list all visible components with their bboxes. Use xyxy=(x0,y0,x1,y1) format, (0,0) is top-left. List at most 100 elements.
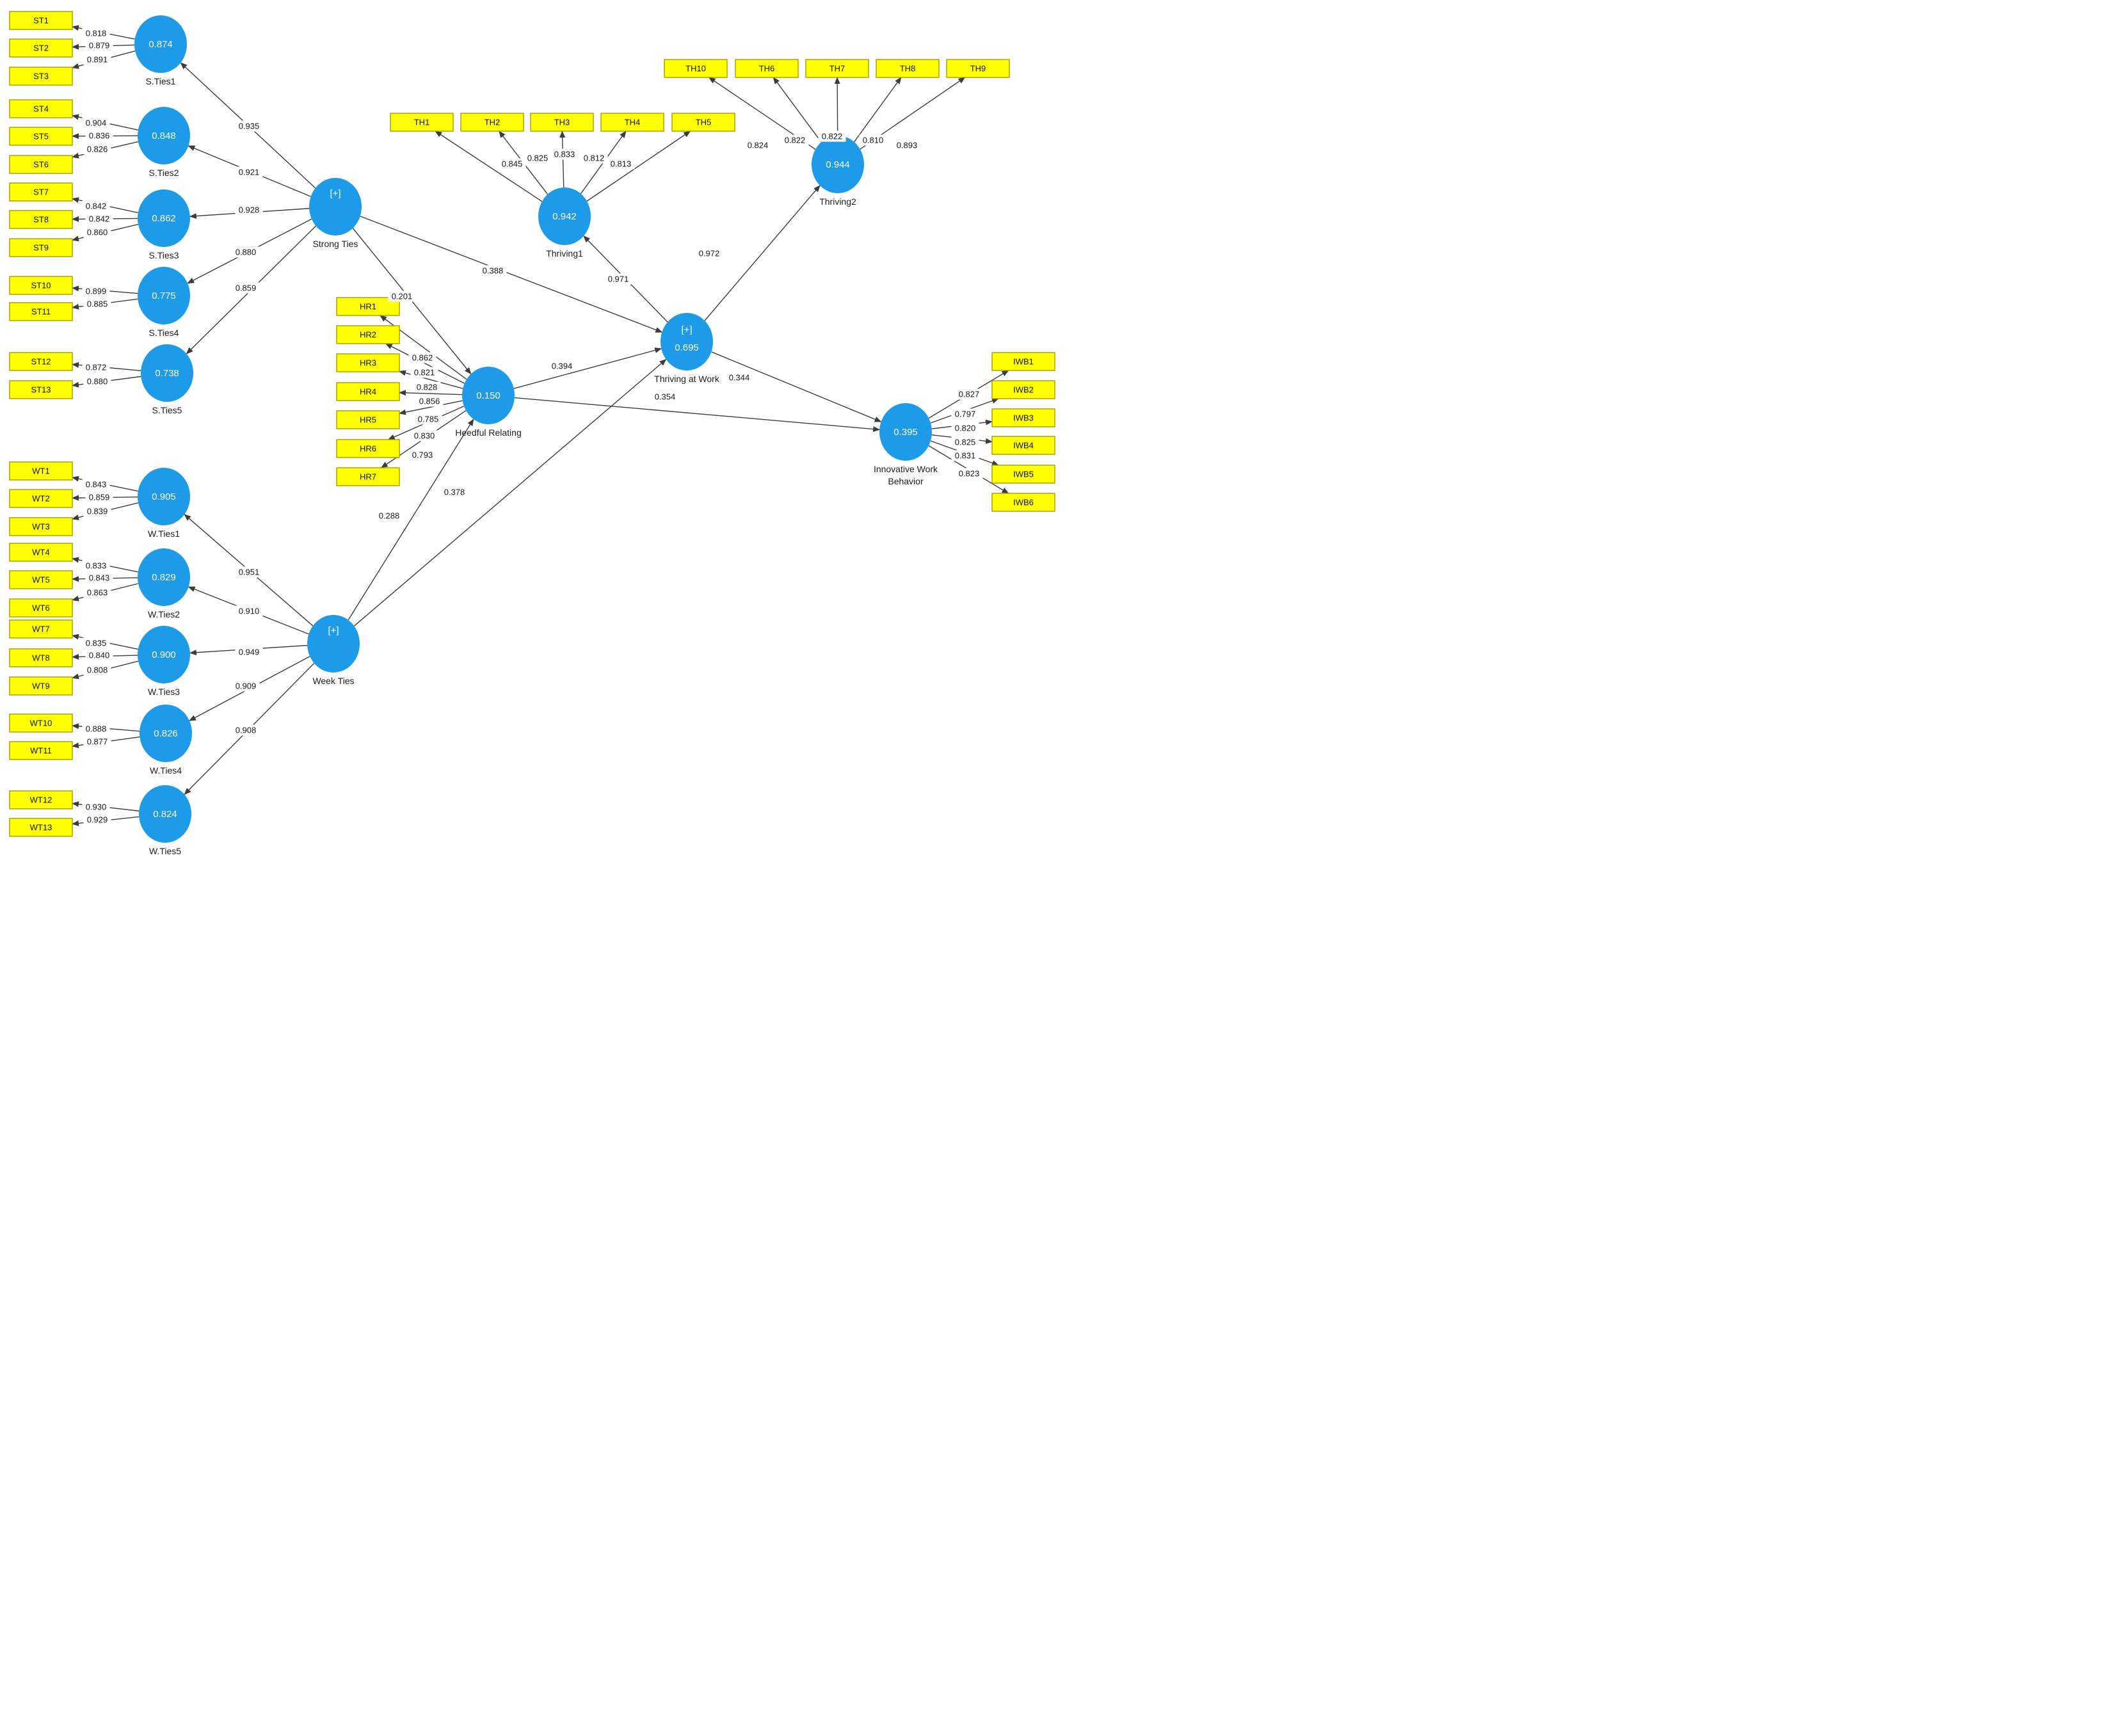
indicator-ST2[interactable]: ST2 xyxy=(9,38,73,58)
indicator-WT4[interactable]: WT4 xyxy=(9,543,73,562)
indicator-rect-HR6[interactable] xyxy=(336,439,400,458)
indicator-ST8[interactable]: ST8 xyxy=(9,210,73,229)
latent-circle-sties1[interactable] xyxy=(134,15,187,73)
indicator-TH9[interactable]: TH9 xyxy=(946,59,1010,78)
indicator-WT6[interactable]: WT6 xyxy=(9,598,73,617)
indicator-rect-HR5[interactable] xyxy=(336,410,400,429)
indicator-rect-HR2[interactable] xyxy=(336,325,400,344)
indicator-ST1[interactable]: ST1 xyxy=(9,11,73,30)
indicator-TH3[interactable]: TH3 xyxy=(530,113,594,132)
indicator-TH8[interactable]: TH8 xyxy=(876,59,940,78)
indicator-rect-ST10[interactable] xyxy=(9,276,73,295)
indicator-WT5[interactable]: WT5 xyxy=(9,570,73,589)
latent-circle-heedful[interactable] xyxy=(462,367,515,424)
indicator-rect-ST6[interactable] xyxy=(9,155,73,174)
latent-strong[interactable]: [+]Strong Ties xyxy=(309,178,362,249)
indicator-rect-TH9[interactable] xyxy=(946,59,1010,78)
latent-circle-thriving1[interactable] xyxy=(538,187,591,245)
indicator-rect-WT5[interactable] xyxy=(9,570,73,589)
latent-circle-wties4[interactable] xyxy=(140,705,192,762)
latent-circle-taw[interactable] xyxy=(661,313,713,370)
latent-circle-thriving2[interactable] xyxy=(812,136,864,193)
indicator-rect-HR4[interactable] xyxy=(336,382,400,401)
indicator-rect-ST8[interactable] xyxy=(9,210,73,229)
indicator-rect-TH10[interactable] xyxy=(664,59,728,78)
indicator-WT11[interactable]: WT11 xyxy=(9,741,73,760)
indicator-rect-TH8[interactable] xyxy=(876,59,940,78)
indicator-rect-TH7[interactable] xyxy=(805,59,869,78)
indicator-rect-WT2[interactable] xyxy=(9,489,73,508)
indicator-WT1[interactable]: WT1 xyxy=(9,461,73,481)
indicator-HR3[interactable]: HR3 xyxy=(336,353,400,372)
indicator-rect-IWB2[interactable] xyxy=(991,380,1055,399)
indicator-IWB3[interactable]: IWB3 xyxy=(991,408,1055,427)
latent-circle-wties3[interactable] xyxy=(138,626,190,683)
indicator-rect-ST3[interactable] xyxy=(9,67,73,86)
indicator-rect-TH1[interactable] xyxy=(390,113,454,132)
indicator-rect-TH4[interactable] xyxy=(600,113,664,132)
indicator-rect-TH6[interactable] xyxy=(735,59,799,78)
indicator-rect-HR3[interactable] xyxy=(336,353,400,372)
indicator-WT3[interactable]: WT3 xyxy=(9,517,73,536)
latent-week[interactable]: [+]Week Ties xyxy=(307,615,360,686)
indicator-ST10[interactable]: ST10 xyxy=(9,276,73,295)
indicator-rect-WT8[interactable] xyxy=(9,648,73,667)
indicator-IWB6[interactable]: IWB6 xyxy=(991,493,1055,512)
indicator-TH2[interactable]: TH2 xyxy=(460,113,524,132)
indicator-rect-IWB3[interactable] xyxy=(991,408,1055,427)
latent-circle-wties1[interactable] xyxy=(138,468,190,525)
indicator-HR4[interactable]: HR4 xyxy=(336,382,400,401)
indicator-ST13[interactable]: ST13 xyxy=(9,380,73,399)
indicator-TH1[interactable]: TH1 xyxy=(390,113,454,132)
indicator-rect-ST11[interactable] xyxy=(9,302,73,321)
indicator-rect-ST12[interactable] xyxy=(9,352,73,371)
indicator-rect-WT11[interactable] xyxy=(9,741,73,760)
indicator-rect-HR7[interactable] xyxy=(336,467,400,486)
indicator-TH10[interactable]: TH10 xyxy=(664,59,728,78)
indicator-rect-ST9[interactable] xyxy=(9,238,73,257)
indicator-rect-ST4[interactable] xyxy=(9,99,73,118)
indicator-WT7[interactable]: WT7 xyxy=(9,619,73,639)
indicator-WT10[interactable]: WT10 xyxy=(9,713,73,733)
latent-circle-sties3[interactable] xyxy=(138,189,190,247)
indicator-TH4[interactable]: TH4 xyxy=(600,113,664,132)
latent-circle-sties4[interactable] xyxy=(138,267,190,324)
indicator-rect-ST1[interactable] xyxy=(9,11,73,30)
indicator-ST6[interactable]: ST6 xyxy=(9,155,73,174)
indicator-rect-WT9[interactable] xyxy=(9,676,73,696)
indicator-IWB5[interactable]: IWB5 xyxy=(991,465,1055,484)
latent-circle-strong[interactable] xyxy=(309,178,362,235)
indicator-IWB2[interactable]: IWB2 xyxy=(991,380,1055,399)
indicator-ST5[interactable]: ST5 xyxy=(9,127,73,146)
indicator-rect-WT10[interactable] xyxy=(9,713,73,733)
indicator-rect-IWB6[interactable] xyxy=(991,493,1055,512)
indicator-rect-ST2[interactable] xyxy=(9,38,73,58)
indicator-rect-TH5[interactable] xyxy=(671,113,735,132)
indicator-rect-IWB4[interactable] xyxy=(991,436,1055,455)
indicator-WT8[interactable]: WT8 xyxy=(9,648,73,667)
latent-circle-iwb[interactable] xyxy=(879,403,932,461)
indicator-rect-ST13[interactable] xyxy=(9,380,73,399)
indicator-rect-ST7[interactable] xyxy=(9,182,73,202)
indicator-IWB1[interactable]: IWB1 xyxy=(991,352,1055,371)
indicator-WT9[interactable]: WT9 xyxy=(9,676,73,696)
latent-circle-wties5[interactable] xyxy=(139,785,191,843)
latent-circle-sties5[interactable] xyxy=(141,344,193,402)
indicator-rect-IWB1[interactable] xyxy=(991,352,1055,371)
indicator-rect-TH2[interactable] xyxy=(460,113,524,132)
indicator-HR5[interactable]: HR5 xyxy=(336,410,400,429)
indicator-ST9[interactable]: ST9 xyxy=(9,238,73,257)
indicator-WT12[interactable]: WT12 xyxy=(9,790,73,809)
latent-circle-sties2[interactable] xyxy=(138,107,190,164)
